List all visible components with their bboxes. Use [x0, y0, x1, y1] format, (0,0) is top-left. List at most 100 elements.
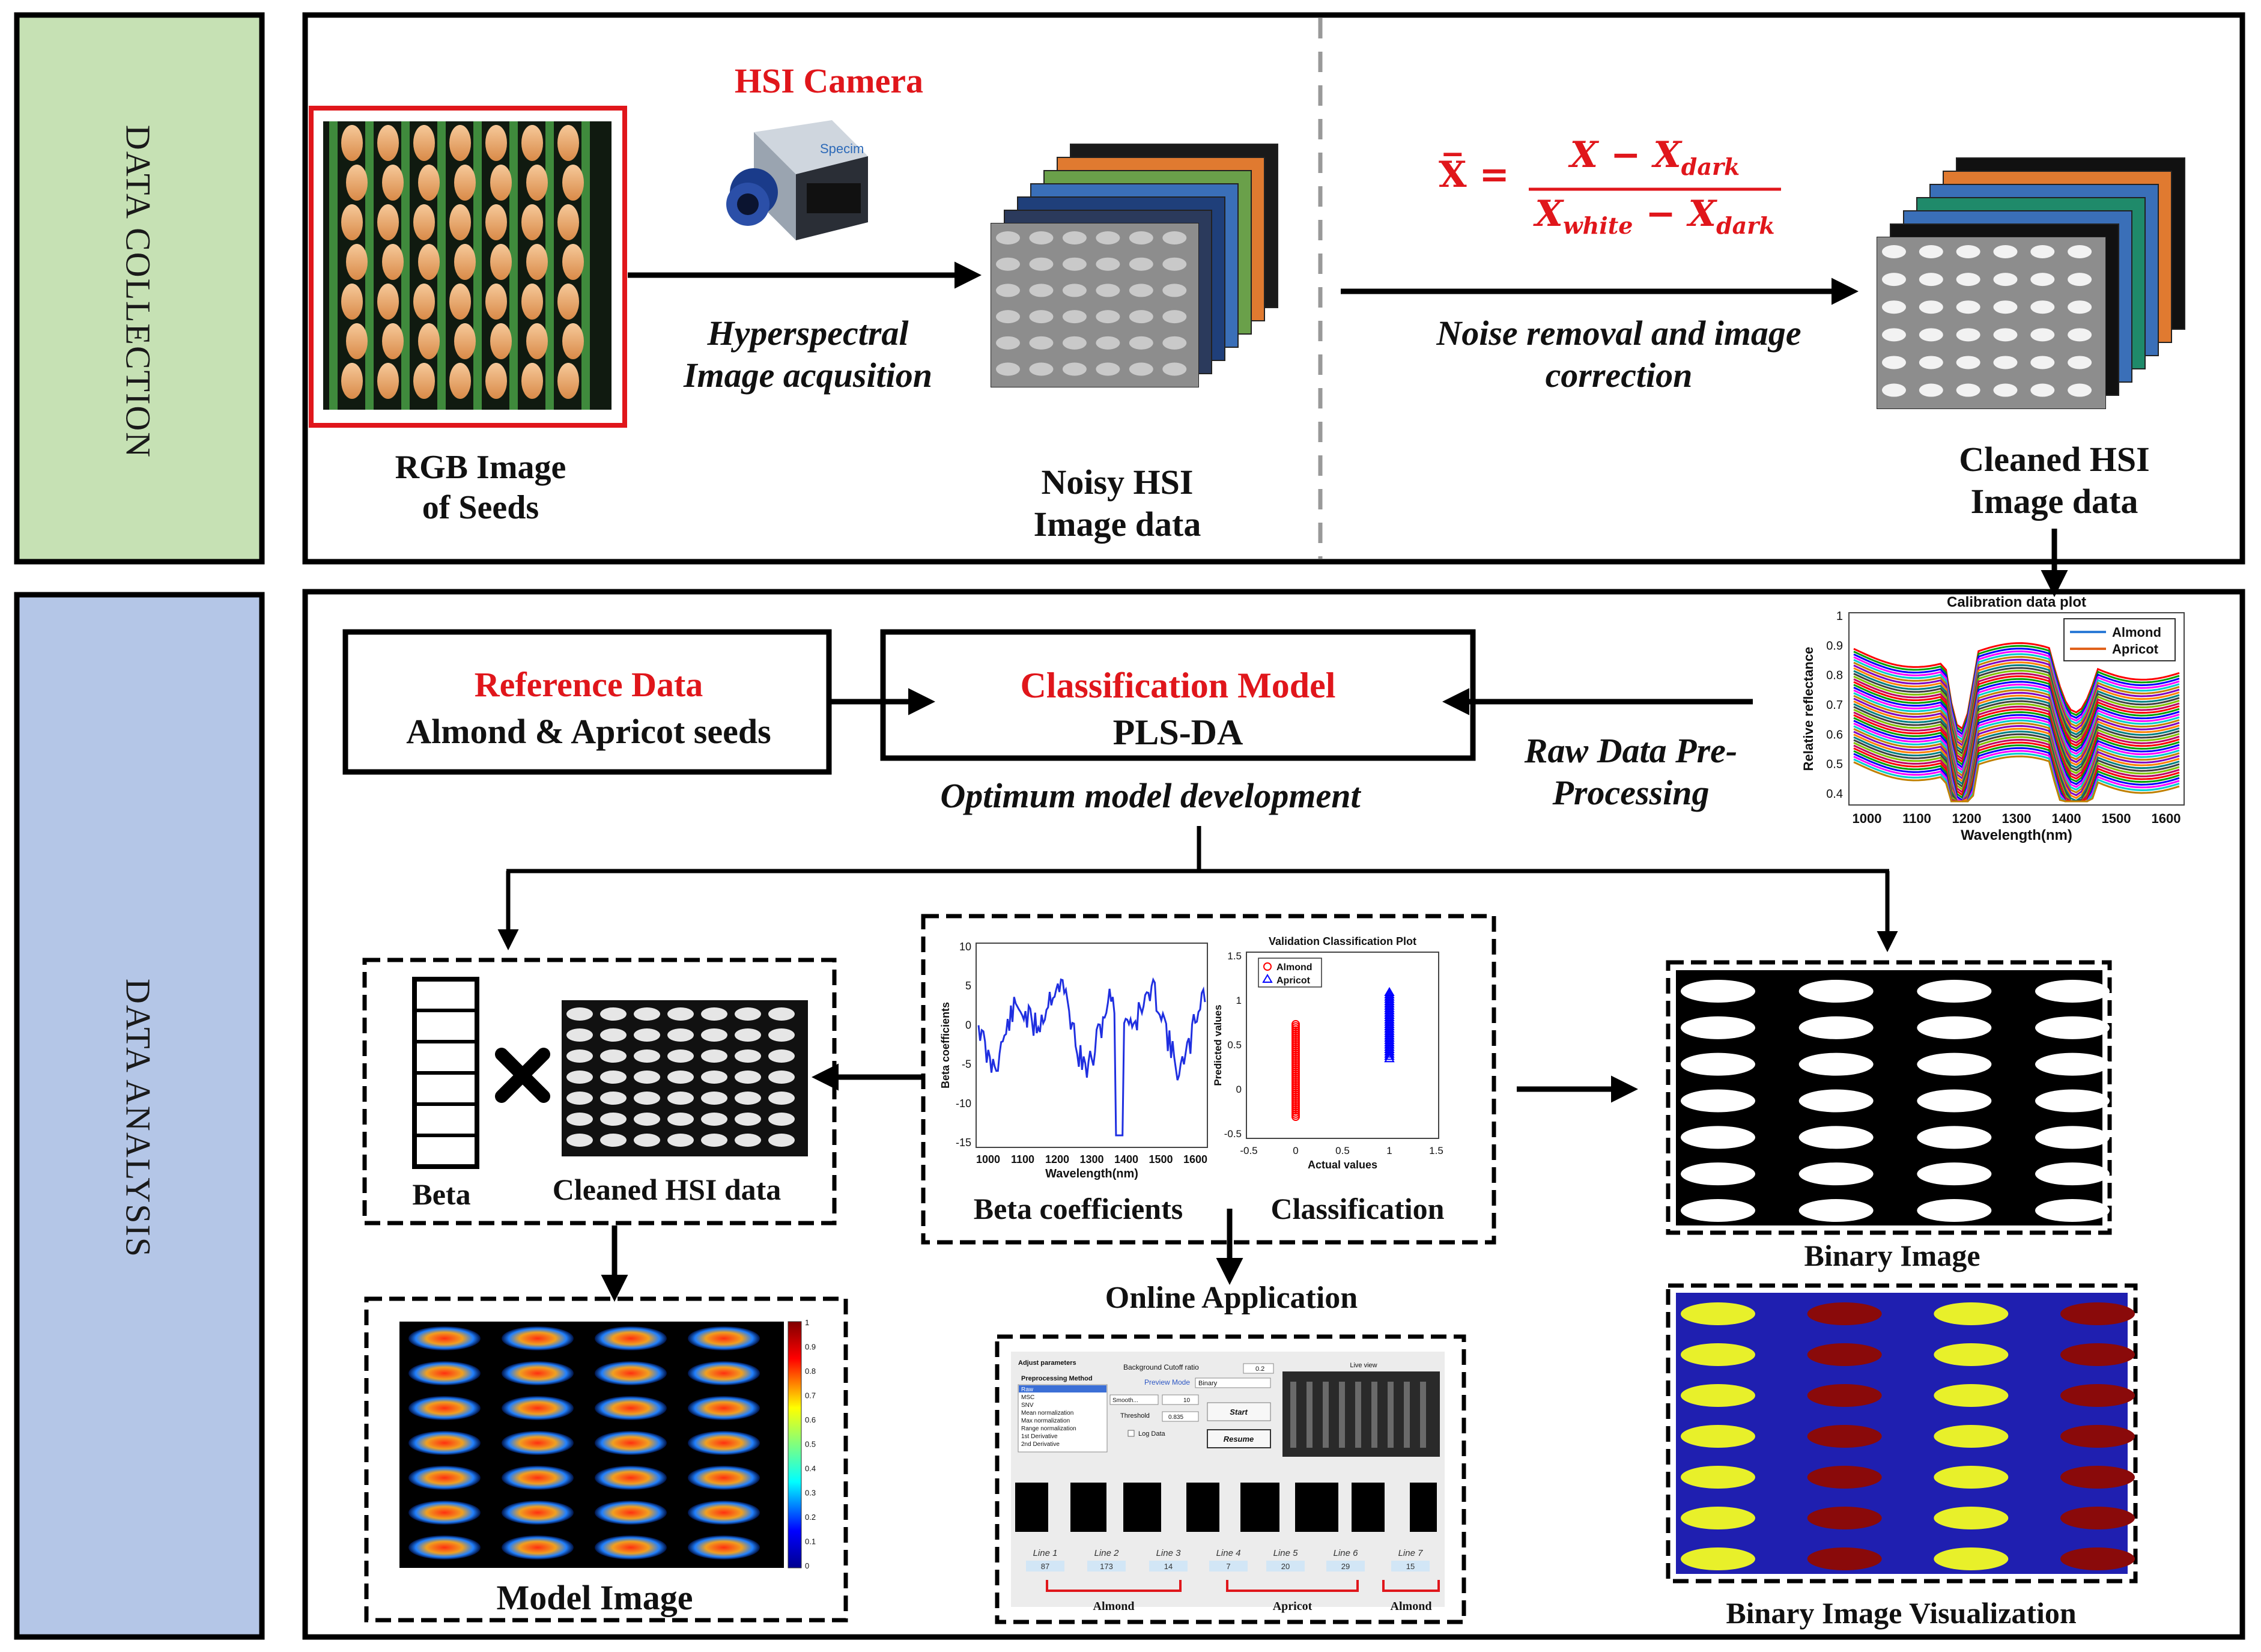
- calib-curve: [1853, 719, 2180, 803]
- seedgrid-seed: [1681, 1343, 1755, 1366]
- acquisition-label: Hyperspectral Image acqusition: [683, 314, 933, 395]
- seed: [382, 244, 404, 280]
- seed: [382, 323, 404, 359]
- seed: [377, 363, 399, 399]
- valid-ytick: -0.5: [1224, 1128, 1242, 1140]
- stack-seed: [1096, 310, 1120, 324]
- stack-seed: [1129, 257, 1153, 271]
- stack-seed: [1993, 245, 2018, 258]
- stack-seed: [1029, 257, 1054, 271]
- preprocessing-label: Raw Data Pre- Processing: [1524, 731, 1738, 812]
- validation-plot: Validation Classification Plot1.510.50-0…: [1212, 935, 1443, 1171]
- stack-seed: [1993, 383, 2018, 397]
- seed: [490, 165, 512, 201]
- stack-seed: [996, 362, 1020, 376]
- beta-curve: [977, 977, 1206, 1137]
- app-start-button: [1207, 1402, 1271, 1421]
- app-group-label: Almond: [1093, 1600, 1135, 1613]
- stack-seed: [2030, 356, 2055, 369]
- seedgrid-seed: [1807, 1384, 1882, 1407]
- seed: [521, 363, 543, 399]
- beta-ytick: -15: [956, 1137, 971, 1149]
- app-live-line: [1404, 1382, 1410, 1448]
- seedgrid-seed: [2035, 1016, 2110, 1039]
- stack-seed: [1029, 284, 1054, 297]
- calib-curve: [1853, 752, 2180, 803]
- heatmap-seed: [688, 1361, 760, 1385]
- stack-seed: [2068, 273, 2092, 287]
- calib-ylabel: Relative reflectance: [1801, 647, 1816, 771]
- grid-seed: [667, 1028, 694, 1042]
- calib-curve: [1853, 650, 2180, 739]
- stack-seed: [1919, 383, 1943, 397]
- app-line-label: Line 3: [1156, 1548, 1182, 1558]
- calib-curve: [1853, 736, 2180, 803]
- seed: [562, 323, 584, 359]
- stack-seed: [1882, 356, 1906, 369]
- stack-seed: [2030, 245, 2055, 258]
- calib-curve: [1853, 700, 2180, 788]
- stack-seed: [1096, 231, 1120, 244]
- seedgrid-seed: [1934, 1466, 2009, 1489]
- seedgrid-seed: [1917, 1089, 1992, 1113]
- apricot-point: [1384, 1051, 1395, 1060]
- seedgrid-seed: [1807, 1507, 1882, 1529]
- app-count-value: 15: [1406, 1562, 1415, 1571]
- svg-text:Specim: Specim: [820, 141, 864, 156]
- app-line-view: [1295, 1483, 1338, 1532]
- seed: [521, 125, 543, 161]
- seed: [418, 165, 440, 201]
- heatmap-seed: [502, 1431, 574, 1455]
- stack-seed: [1919, 356, 1943, 369]
- grid-seed: [634, 1049, 660, 1063]
- seed: [413, 284, 435, 320]
- grid-seed: [701, 1070, 727, 1084]
- grid-seed: [735, 1134, 761, 1147]
- seed: [382, 165, 404, 201]
- stack-seed: [1882, 300, 1906, 314]
- app-live-line: [1339, 1382, 1345, 1448]
- calib-curve: [1853, 667, 2180, 755]
- seedgrid-seed: [2035, 1052, 2110, 1076]
- app-smooth-value: 10: [1183, 1397, 1191, 1404]
- seedgrid-seed: [1681, 1162, 1755, 1186]
- calib-curve: [1853, 661, 2180, 750]
- seedgrid-seed: [1917, 980, 1992, 1003]
- grid-seed: [634, 1007, 660, 1021]
- grid-seed: [600, 1049, 627, 1063]
- seed: [562, 244, 584, 280]
- stack-seed: [2068, 383, 2092, 397]
- grid-seed: [735, 1007, 761, 1021]
- stack-seed: [1162, 310, 1187, 324]
- stack-seed: [1096, 284, 1120, 297]
- seed: [521, 204, 543, 240]
- app-log-data: Log Data: [1138, 1430, 1166, 1438]
- colorbar-tick: 0.9: [805, 1343, 816, 1352]
- stack-seed: [1162, 336, 1187, 350]
- grid-seed: [768, 1049, 795, 1063]
- stack-seed: [1096, 336, 1120, 350]
- app-count-box: [1026, 1561, 1064, 1572]
- heatmap-seed: [408, 1431, 481, 1455]
- grid-seed: [701, 1007, 727, 1021]
- calib-ytick: 0.5: [1826, 758, 1843, 771]
- seed: [485, 125, 507, 161]
- app-live-line: [1307, 1382, 1313, 1448]
- reference-data-box: [342, 629, 832, 775]
- seedgrid-seed: [1934, 1425, 2009, 1448]
- seedgrid-seed: [1681, 980, 1755, 1003]
- stack-seed: [1162, 231, 1187, 244]
- app-live-line: [1355, 1382, 1361, 1448]
- seedgrid-seed: [1934, 1507, 2009, 1529]
- legend-marker-almond: [1263, 962, 1272, 971]
- grid-seed: [701, 1049, 727, 1063]
- grid-seed: [600, 1134, 627, 1147]
- colorbar-tick: 0.5: [805, 1440, 816, 1449]
- stack-front: [1877, 237, 2105, 408]
- calib-curve: [1853, 747, 2180, 803]
- app-method-selected: [1019, 1385, 1106, 1392]
- seed: [413, 125, 435, 161]
- stack-seed: [1956, 273, 1980, 287]
- stack-seed: [1956, 328, 1980, 342]
